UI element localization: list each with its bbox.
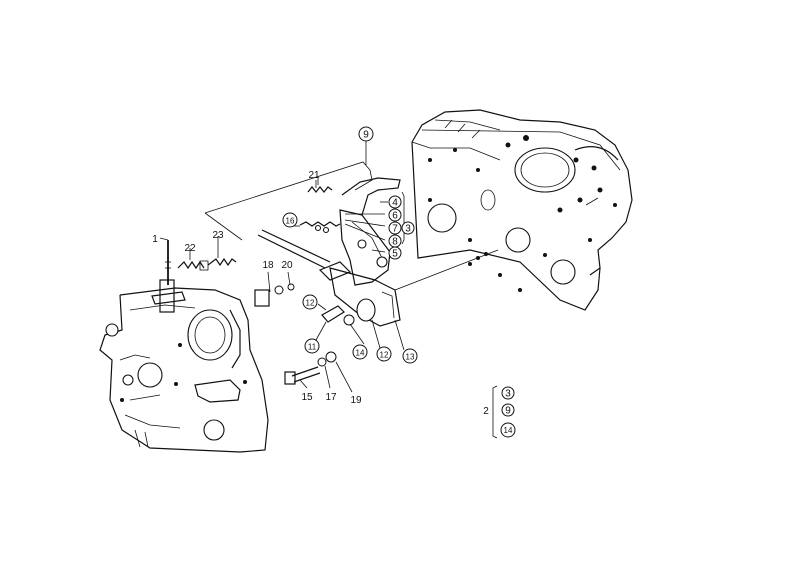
label-12-a: 12 bbox=[306, 299, 315, 308]
engine-block bbox=[411, 109, 633, 311]
label-2: 2 bbox=[483, 406, 489, 417]
label-6: 6 bbox=[392, 211, 398, 222]
label-21: 21 bbox=[308, 170, 320, 181]
label-17: 17 bbox=[325, 392, 337, 403]
label-16: 16 bbox=[286, 217, 295, 226]
label-18: 18 bbox=[262, 260, 274, 271]
kit-item-14: 14 bbox=[504, 426, 513, 435]
gear-case bbox=[99, 279, 269, 453]
label-19: 19 bbox=[350, 395, 362, 406]
kit-item-9: 9 bbox=[505, 406, 511, 417]
label-14: 14 bbox=[356, 349, 365, 358]
governor-lever-assembly bbox=[318, 177, 401, 327]
callout-12-a: 12 bbox=[302, 294, 318, 310]
label-12-b: 12 bbox=[380, 351, 389, 360]
label-8: 8 bbox=[392, 237, 398, 248]
callout-16: 16 bbox=[282, 212, 298, 228]
spring-21 bbox=[307, 178, 333, 193]
callout-5: 5 bbox=[388, 246, 402, 260]
kit-item-3: 3 bbox=[505, 389, 511, 400]
callout-7: 7 bbox=[388, 221, 402, 235]
callout-11-a: 11 bbox=[304, 338, 320, 354]
label-5: 5 bbox=[392, 249, 398, 260]
callout-6: 6 bbox=[388, 208, 402, 222]
shaft-1 bbox=[165, 240, 171, 285]
label-4: 4 bbox=[392, 198, 398, 209]
label-13: 13 bbox=[406, 353, 415, 362]
callout-14: 14 bbox=[352, 344, 368, 360]
governor-link bbox=[204, 161, 373, 241]
label-15: 15 bbox=[301, 392, 313, 403]
label-23: 23 bbox=[212, 230, 224, 241]
callout-9: 9 bbox=[358, 126, 374, 142]
callout-8: 8 bbox=[388, 234, 402, 248]
part-labels: 9 16 4 6 7 3 8 5 bbox=[152, 126, 489, 417]
label-22: 22 bbox=[184, 243, 196, 254]
callout-3: 3 bbox=[401, 221, 415, 235]
label-3: 3 bbox=[405, 224, 411, 235]
callout-4: 4 bbox=[388, 195, 402, 209]
governor-shaft bbox=[257, 229, 499, 291]
leader-lines bbox=[159, 140, 498, 439]
spring-22 bbox=[177, 257, 237, 271]
callout-12-b: 12 bbox=[376, 346, 392, 362]
label-11-a: 11 bbox=[308, 343, 317, 352]
callout-13: 13 bbox=[402, 348, 418, 364]
label-20: 20 bbox=[281, 260, 293, 271]
kit-legend: 3 9 14 bbox=[500, 386, 516, 438]
label-1: 1 bbox=[152, 234, 158, 245]
small-parts bbox=[254, 221, 488, 385]
label-7: 7 bbox=[392, 224, 398, 235]
label-9: 9 bbox=[363, 130, 369, 141]
